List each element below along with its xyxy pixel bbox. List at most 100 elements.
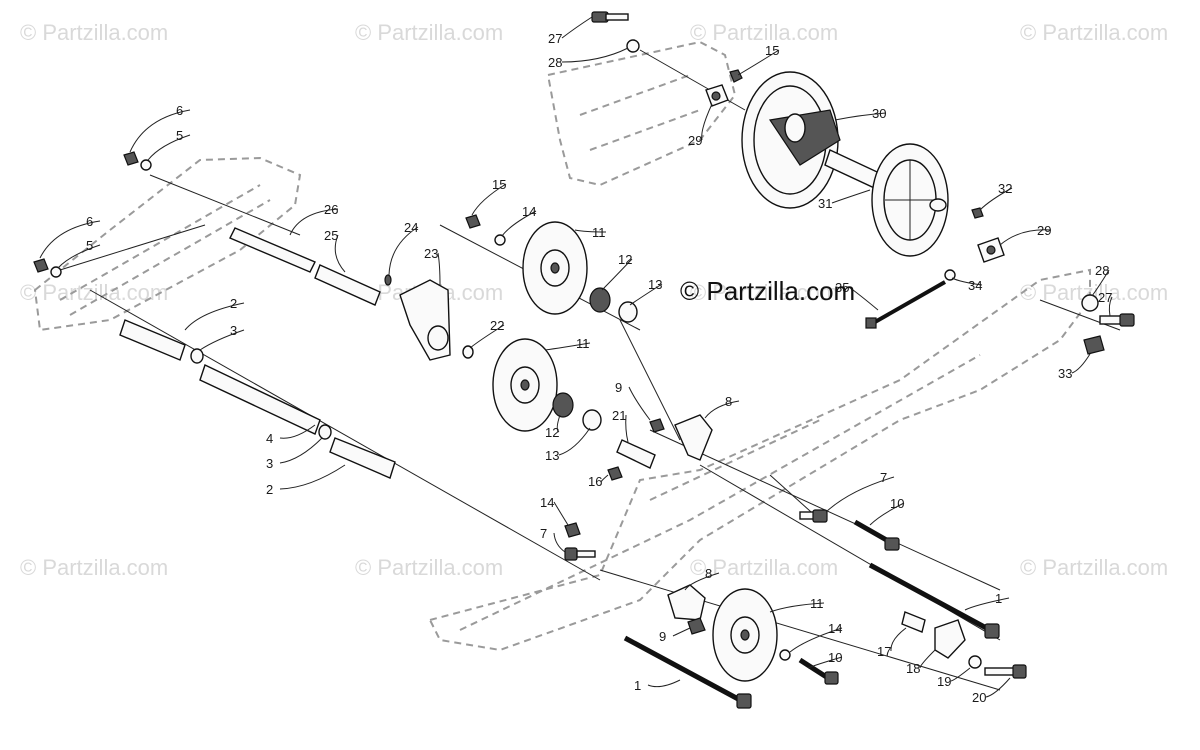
callout-leader (964, 597, 1010, 611)
callout-leader (471, 183, 507, 216)
watermark-text: © Partzilla.com (355, 555, 503, 580)
nut-15-mid (465, 214, 481, 229)
callout-leader (561, 16, 593, 39)
rear-rail-upper (546, 40, 737, 187)
callout-number: 12 (545, 425, 559, 440)
callout-leader (951, 277, 983, 286)
shaft-26 (229, 227, 316, 273)
idler-wheel-31 (871, 143, 949, 257)
clip-13-upper (618, 301, 638, 323)
callout-leader (279, 464, 346, 490)
callout-number: 5 (176, 128, 183, 143)
idler-wheel-11-upper (522, 221, 588, 315)
axis-lines (59, 49, 1121, 691)
callout-number: 35 (835, 280, 849, 295)
callout-number: 9 (615, 380, 622, 395)
callout-number: 26 (324, 202, 338, 217)
spacer-21 (616, 439, 656, 469)
callout-number: 2 (230, 296, 237, 311)
callout-leader (1091, 269, 1110, 297)
callout-number: 20 (972, 690, 986, 705)
callout-leader (625, 414, 629, 443)
washer-28-top (626, 39, 640, 53)
callout-leader (501, 210, 537, 237)
callout-number: 11 (810, 596, 824, 611)
bolt-1-lower (623, 635, 752, 709)
washer-19 (968, 655, 982, 669)
callout-number: 15 (765, 43, 779, 58)
callout-number: 10 (828, 650, 842, 665)
nut-15-top (729, 69, 743, 83)
tube-2-upper (119, 319, 186, 361)
callout-leader (574, 229, 607, 233)
callout-leader (789, 627, 843, 653)
callout-number: 29 (1037, 223, 1051, 238)
callout-number: 24 (404, 220, 418, 235)
callout-number: 30 (872, 106, 886, 121)
callout-leader (556, 414, 561, 433)
tube-2-lower (329, 437, 396, 479)
callout-number: 13 (648, 277, 662, 292)
callout-leader (869, 502, 905, 526)
callout-number: 8 (705, 566, 712, 581)
callout-leader (1108, 296, 1113, 317)
callout-leader (334, 234, 346, 273)
callout-leader (825, 476, 895, 513)
callout-number: 13 (545, 448, 559, 463)
callout-number: 5 (86, 238, 93, 253)
callout-number: 12 (618, 252, 632, 267)
callout-number: 28 (548, 55, 562, 70)
callout-number: 18 (906, 661, 920, 676)
callout-leader (890, 627, 907, 652)
callout-number: 6 (176, 103, 183, 118)
bolt-27-right (1099, 313, 1135, 327)
washer-34 (944, 269, 956, 281)
right-rail (428, 268, 1091, 652)
watermark-text: © Partzilla.com (690, 20, 838, 45)
callout-number: 34 (968, 278, 982, 293)
left-rail (33, 156, 302, 332)
watermark-text: © Partzilla.com (20, 20, 168, 45)
nut-33 (1083, 335, 1105, 355)
idler-wheel-11-lower (712, 588, 778, 682)
callout-leader (558, 427, 591, 456)
callout-leader (985, 677, 1011, 698)
callout-leader (919, 649, 936, 669)
callout-leader (129, 109, 191, 153)
callout-number: 25 (324, 228, 338, 243)
callout-number: 22 (490, 318, 504, 333)
callout-leader (737, 49, 780, 76)
callout-number: 14 (522, 204, 536, 219)
bolt-10-lower (798, 657, 839, 685)
nut-9-lower (687, 617, 706, 635)
idler-wheel-11-mid (492, 338, 558, 432)
callout-number: 7 (880, 470, 887, 485)
bolt-27-top (591, 11, 629, 23)
arm-8-upper (674, 414, 713, 461)
idler-wheel-30 (741, 71, 841, 209)
clip-13-mid (582, 409, 602, 431)
callout-leader (279, 437, 323, 464)
callout-leader (147, 134, 191, 161)
nut-9-upper (649, 418, 665, 433)
callout-leader (469, 324, 505, 349)
callout-number: 1 (995, 591, 1002, 606)
callout-leader (979, 187, 1013, 211)
callout-number: 16 (588, 474, 602, 489)
callout-number: 27 (1098, 290, 1112, 305)
callout-leader (279, 424, 316, 439)
callout-leader (289, 208, 339, 236)
washer-28-right (1081, 294, 1099, 312)
washer-5-upper (140, 159, 152, 171)
callout-number: 14 (828, 621, 842, 636)
callout-number: 6 (86, 214, 93, 229)
callout-number: 11 (576, 336, 590, 351)
callout-number: 32 (998, 181, 1012, 196)
bearing-12-upper (589, 287, 611, 313)
watermark-text: © Partzilla.com (1020, 20, 1168, 45)
spacer-17 (901, 611, 926, 633)
callout-number: 31 (818, 196, 832, 211)
callout-leader (848, 286, 879, 311)
